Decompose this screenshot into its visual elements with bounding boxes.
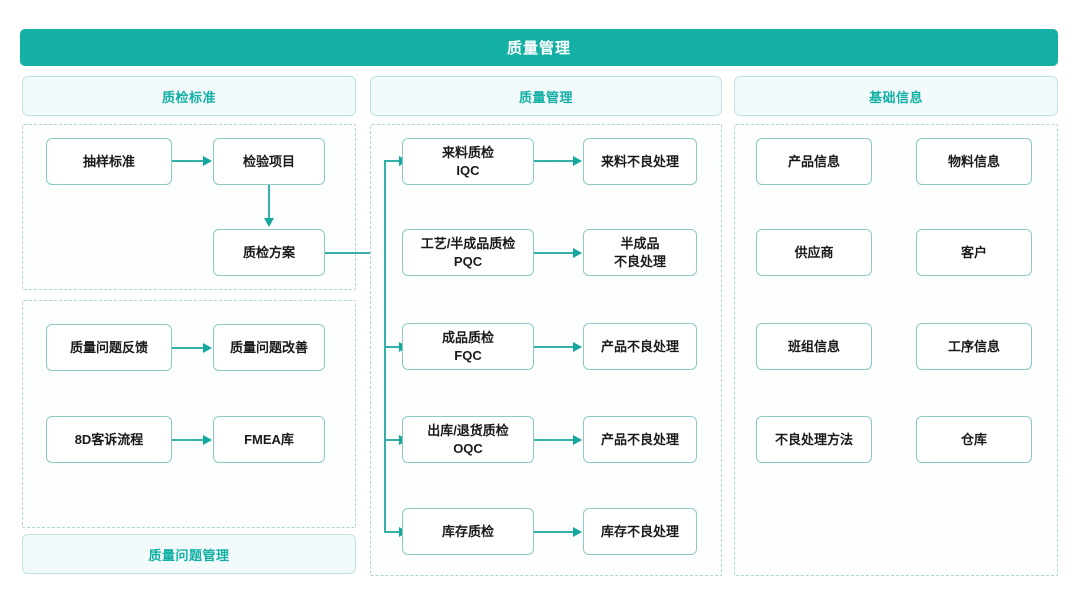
node-label: 产品不良处理 bbox=[600, 431, 679, 447]
node-label: 库存不良处理 bbox=[600, 523, 679, 539]
node-label: 成品质检 FQC bbox=[441, 329, 494, 363]
node-team-info[interactable]: 班组信息 bbox=[756, 323, 872, 370]
diagram-title-banner: 质量管理 bbox=[20, 29, 1058, 66]
node-final-inspection-fqc[interactable]: 成品质检 FQC bbox=[402, 323, 534, 370]
node-label: 库存质检 bbox=[441, 523, 494, 539]
node-label: 工序信息 bbox=[947, 338, 1000, 354]
node-label: 检验项目 bbox=[242, 153, 295, 169]
connector-sampling-to-item bbox=[172, 160, 204, 162]
node-sampling-standard[interactable]: 抽样标准 bbox=[46, 138, 172, 185]
node-label: 出库/退货质检 OQC bbox=[427, 422, 509, 456]
node-material-info[interactable]: 物料信息 bbox=[916, 138, 1032, 185]
node-stock-inspection[interactable]: 库存质检 bbox=[402, 508, 534, 555]
node-quality-issue-feedback[interactable]: 质量问题反馈 bbox=[46, 324, 172, 371]
node-label: 客户 bbox=[960, 244, 987, 260]
node-incoming-defect-handling[interactable]: 来料不良处理 bbox=[583, 138, 697, 185]
node-label: 来料不良处理 bbox=[600, 153, 679, 169]
node-label: 产品信息 bbox=[787, 153, 840, 169]
node-outgoing-inspection-oqc[interactable]: 出库/退货质检 OQC bbox=[402, 416, 534, 463]
arrowhead-sampling-to-item bbox=[203, 156, 212, 166]
connector-oqc-to-defect bbox=[534, 439, 576, 441]
connector-pqc-to-defect bbox=[534, 252, 576, 254]
node-product-info[interactable]: 产品信息 bbox=[756, 138, 872, 185]
column-header-label: 质检标准 bbox=[161, 89, 216, 105]
arrowhead-8d-to-fmea bbox=[203, 435, 212, 445]
node-stock-defect-handling[interactable]: 库存不良处理 bbox=[583, 508, 697, 555]
arrowhead-iqc-to-defect bbox=[573, 156, 582, 166]
arrowhead-fqc-to-defect bbox=[573, 342, 582, 352]
node-process-info[interactable]: 工序信息 bbox=[916, 323, 1032, 370]
connector-trunk-to-iqc bbox=[384, 160, 408, 162]
connector-trunk-to-fqc bbox=[384, 346, 408, 348]
connector-trunk-to-oqc bbox=[384, 439, 408, 441]
node-inspection-plan[interactable]: 质检方案 bbox=[213, 229, 325, 276]
node-quality-issue-improvement[interactable]: 质量问题改善 bbox=[213, 324, 325, 371]
arrowhead-pqc-to-defect bbox=[573, 248, 582, 258]
column-quality-management: 质量管理 bbox=[370, 76, 722, 116]
column-quality-standards: 质检标准 bbox=[22, 76, 356, 116]
column-basic-info: 基础信息 bbox=[734, 76, 1058, 116]
node-8d-complaint-process[interactable]: 8D客诉流程 bbox=[46, 416, 172, 463]
arrowhead-item-to-plan bbox=[264, 218, 274, 227]
node-label: 质检方案 bbox=[242, 244, 295, 260]
node-label: 物料信息 bbox=[947, 153, 1000, 169]
node-label: 仓库 bbox=[960, 431, 987, 447]
node-label: FMEA库 bbox=[244, 431, 294, 447]
column-header-label: 质量管理 bbox=[518, 89, 573, 105]
node-label: 不良处理方法 bbox=[774, 431, 853, 447]
node-warehouse[interactable]: 仓库 bbox=[916, 416, 1032, 463]
connector-trunk-to-stock bbox=[384, 531, 408, 533]
connector-8d-to-fmea bbox=[172, 439, 204, 441]
left-footer-label: 质量问题管理 bbox=[22, 534, 356, 574]
node-process-inspection-pqc[interactable]: 工艺/半成品质检 PQC bbox=[402, 229, 534, 276]
node-semi-finished-defect-handling[interactable]: 半成品 不良处理 bbox=[583, 229, 697, 276]
node-label: 来料质检 IQC bbox=[441, 144, 494, 178]
node-customer[interactable]: 客户 bbox=[916, 229, 1032, 276]
arrowhead-oqc-to-defect bbox=[573, 435, 582, 445]
node-label: 抽样标准 bbox=[82, 153, 135, 169]
node-label: 工艺/半成品质检 PQC bbox=[420, 235, 516, 269]
connector-stock-to-defect bbox=[534, 531, 576, 533]
node-label: 8D客诉流程 bbox=[74, 431, 144, 447]
connector-fqc-to-defect bbox=[534, 346, 576, 348]
node-fmea-library[interactable]: FMEA库 bbox=[213, 416, 325, 463]
connector-feedback-to-improvement bbox=[172, 347, 204, 349]
diagram-title: 质量管理 bbox=[506, 40, 571, 57]
node-label: 供应商 bbox=[794, 244, 834, 260]
connector-item-to-plan bbox=[268, 185, 270, 219]
node-supplier[interactable]: 供应商 bbox=[756, 229, 872, 276]
column-header-quality-management: 质量管理 bbox=[370, 76, 722, 116]
node-label: 产品不良处理 bbox=[600, 338, 679, 354]
connector-plan-to-trunk bbox=[325, 252, 385, 254]
node-label: 班组信息 bbox=[787, 338, 840, 354]
node-label: 质量问题反馈 bbox=[69, 339, 148, 355]
node-label: 半成品 不良处理 bbox=[613, 235, 666, 269]
column-header-basic-info: 基础信息 bbox=[734, 76, 1058, 116]
node-inspection-item[interactable]: 检验项目 bbox=[213, 138, 325, 185]
column-header-quality-standards: 质检标准 bbox=[22, 76, 356, 116]
connector-iqc-to-defect bbox=[534, 160, 576, 162]
node-label: 质量问题改善 bbox=[229, 339, 308, 355]
node-defect-handling-method[interactable]: 不良处理方法 bbox=[756, 416, 872, 463]
node-product-defect-handling-oqc[interactable]: 产品不良处理 bbox=[583, 416, 697, 463]
arrowhead-stock-to-defect bbox=[573, 527, 582, 537]
left-footer-label-text: 质量问题管理 bbox=[148, 547, 230, 563]
node-incoming-inspection-iqc[interactable]: 来料质检 IQC bbox=[402, 138, 534, 185]
node-product-defect-handling-fqc[interactable]: 产品不良处理 bbox=[583, 323, 697, 370]
arrowhead-feedback-to-improvement bbox=[203, 343, 212, 353]
column-header-label: 基础信息 bbox=[868, 89, 923, 105]
